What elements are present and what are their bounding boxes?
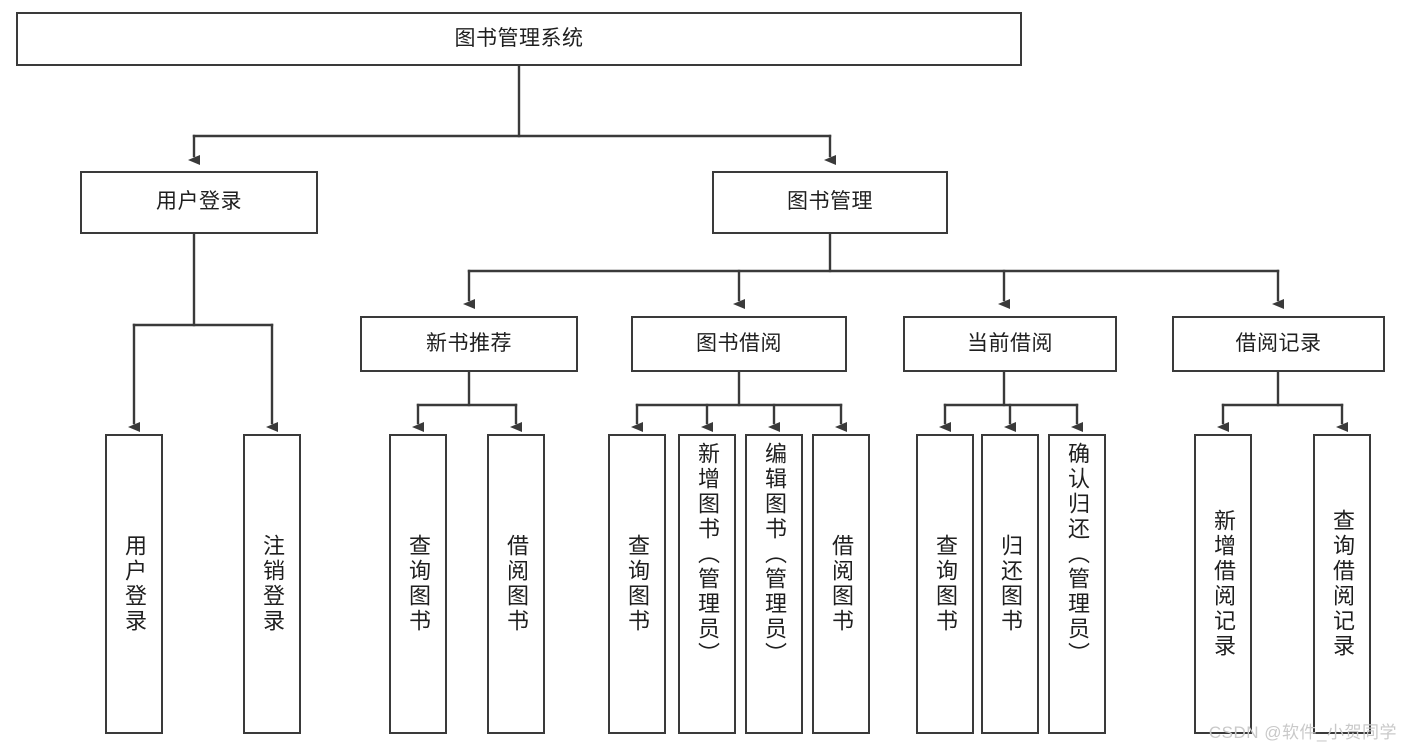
- leaf-borrow-record-add[interactable]: 新增借阅记录: [1194, 434, 1252, 734]
- leaf-current-borrow-return-label: 归还图书: [998, 534, 1023, 634]
- leaf-book-borrow-edit-label: 编辑图书（管理员）: [762, 442, 787, 667]
- leaf-book-borrow-edit[interactable]: 编辑图书（管理员）: [745, 434, 803, 734]
- node-borrow-record[interactable]: 借阅记录: [1172, 316, 1385, 372]
- node-book-borrow-label: 图书借阅: [696, 331, 782, 355]
- leaf-current-borrow-confirm[interactable]: 确认归还（管理员）: [1048, 434, 1106, 734]
- leaf-user-login-login[interactable]: 用户登录: [105, 434, 163, 734]
- node-new-book-recommend[interactable]: 新书推荐: [360, 316, 578, 372]
- leaf-book-borrow-query-label: 查询图书: [625, 534, 650, 634]
- leaf-current-borrow-query[interactable]: 查询图书: [916, 434, 974, 734]
- leaf-user-login-login-label: 用户登录: [122, 534, 147, 634]
- node-root[interactable]: 图书管理系统: [16, 12, 1022, 66]
- leaf-borrow-record-query[interactable]: 查询借阅记录: [1313, 434, 1371, 734]
- node-book-borrow[interactable]: 图书借阅: [631, 316, 847, 372]
- leaf-new-book-query-label: 查询图书: [406, 534, 431, 634]
- leaf-book-borrow-add-label: 新增图书（管理员）: [695, 442, 720, 667]
- leaf-book-borrow-borrow-label: 借阅图书: [829, 534, 854, 634]
- leaf-new-book-borrow-label: 借阅图书: [504, 534, 529, 634]
- node-current-borrow[interactable]: 当前借阅: [903, 316, 1117, 372]
- leaf-new-book-borrow[interactable]: 借阅图书: [487, 434, 545, 734]
- leaf-current-borrow-query-label: 查询图书: [933, 534, 958, 634]
- leaf-borrow-record-query-label: 查询借阅记录: [1330, 509, 1355, 659]
- leaf-current-borrow-return[interactable]: 归还图书: [981, 434, 1039, 734]
- leaf-user-login-logout-label: 注销登录: [260, 534, 285, 634]
- node-book-management-label: 图书管理: [787, 190, 873, 214]
- node-root-label: 图书管理系统: [454, 26, 584, 50]
- watermark: CSDN @软件_小贺同学: [1208, 723, 1397, 742]
- node-user-login-label: 用户登录: [156, 190, 242, 214]
- leaf-borrow-record-add-label: 新增借阅记录: [1211, 509, 1236, 659]
- leaf-book-borrow-query[interactable]: 查询图书: [608, 434, 666, 734]
- leaf-new-book-query[interactable]: 查询图书: [389, 434, 447, 734]
- node-book-management[interactable]: 图书管理: [712, 171, 948, 234]
- leaf-book-borrow-borrow[interactable]: 借阅图书: [812, 434, 870, 734]
- node-new-book-recommend-label: 新书推荐: [426, 331, 512, 355]
- leaf-user-login-logout[interactable]: 注销登录: [243, 434, 301, 734]
- leaf-current-borrow-confirm-label: 确认归还（管理员）: [1065, 442, 1090, 667]
- node-user-login[interactable]: 用户登录: [80, 171, 318, 234]
- node-borrow-record-label: 借阅记录: [1235, 331, 1322, 355]
- leaf-book-borrow-add[interactable]: 新增图书（管理员）: [678, 434, 736, 734]
- node-current-borrow-label: 当前借阅: [967, 331, 1053, 355]
